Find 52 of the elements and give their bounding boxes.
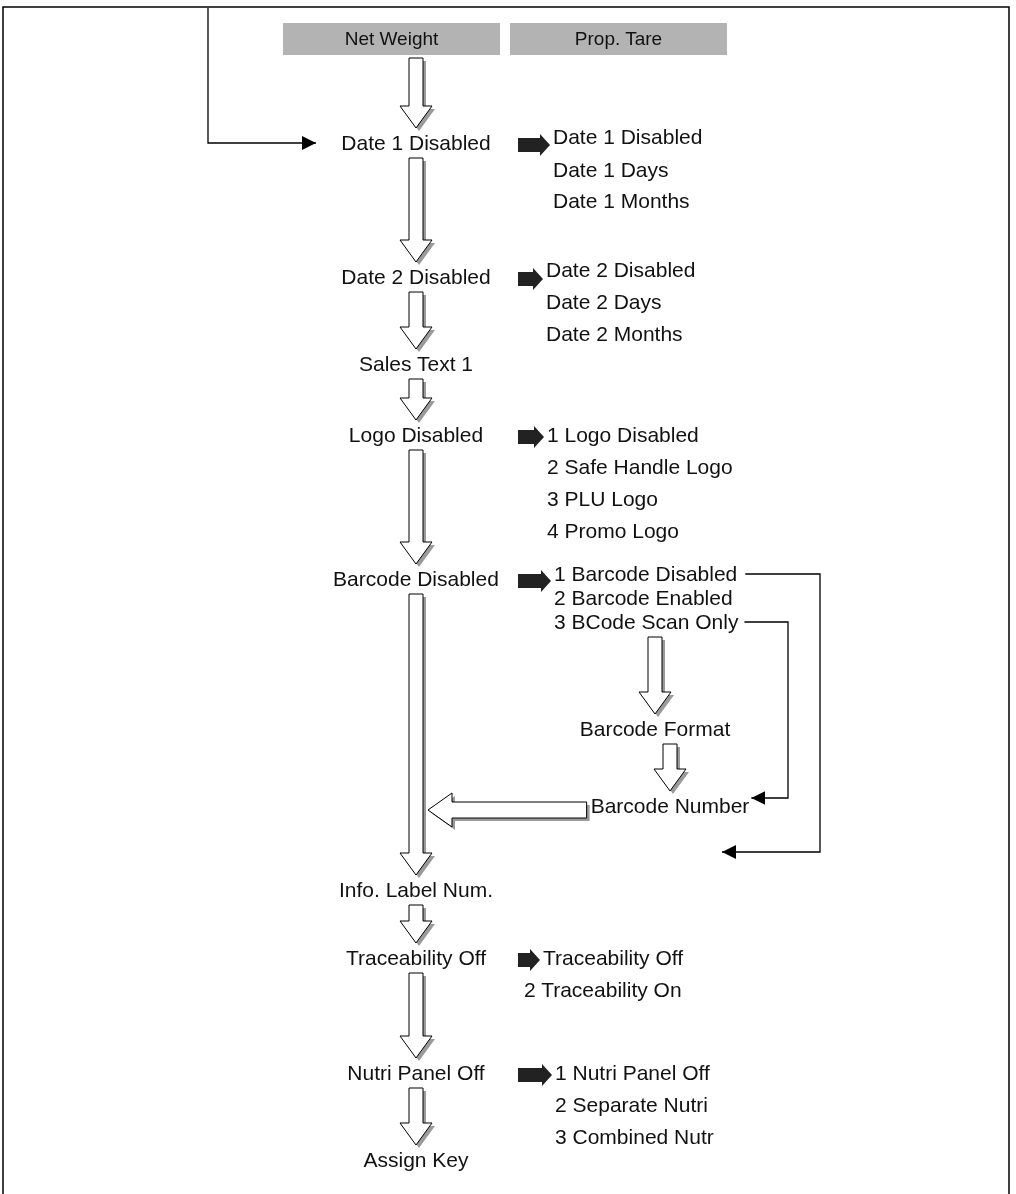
- filled-arrow: [518, 268, 543, 290]
- hollow-arrow: [427, 792, 590, 830]
- hollow-arrow: [399, 57, 435, 131]
- connector-arrow: [743, 621, 789, 805]
- connector-arrow: [207, 7, 317, 150]
- option-text: 3 Combined Nutr: [555, 1125, 714, 1149]
- option-text: 1 Nutri Panel Off: [555, 1061, 710, 1085]
- setting-label: Barcode Format: [579, 717, 731, 741]
- hollow-arrow: [399, 291, 435, 352]
- filled-arrow: [518, 134, 550, 156]
- filled-arrow: [518, 570, 551, 592]
- setting-label: Assign Key: [316, 1148, 516, 1172]
- filled-arrow: [518, 426, 544, 448]
- option-text: 3 PLU Logo: [547, 487, 658, 511]
- option-text: Date 1 Months: [553, 189, 690, 213]
- hollow-arrow: [653, 743, 689, 794]
- option-text: Date 1 Disabled: [553, 125, 703, 149]
- option-text: 1 Logo Disabled: [547, 423, 699, 447]
- hollow-arrow: [399, 157, 435, 265]
- header-bar: Net Weight: [283, 23, 500, 55]
- setting-label: Barcode Disabled: [316, 567, 516, 591]
- hollow-arrow: [638, 636, 674, 717]
- option-text: 2 Separate Nutri: [555, 1093, 708, 1117]
- filled-arrow: [518, 1064, 552, 1086]
- setting-label: Traceability Off: [316, 946, 516, 970]
- hollow-arrow: [399, 593, 435, 878]
- setting-label: Nutri Panel Off: [316, 1061, 516, 1085]
- option-text: Date 2 Days: [546, 290, 662, 314]
- option-text: Traceability Off: [543, 946, 684, 970]
- hollow-arrow: [399, 378, 435, 423]
- option-text: Date 2 Months: [546, 322, 683, 346]
- setting-label: Date 2 Disabled: [316, 265, 516, 289]
- option-text: 3 BCode Scan Only: [554, 610, 739, 634]
- setting-label: Barcode Number: [590, 794, 750, 818]
- connector-arrow: [721, 573, 821, 859]
- hollow-arrow: [399, 972, 435, 1061]
- setting-label: Logo Disabled: [316, 423, 516, 447]
- option-text: 2 Safe Handle Logo: [547, 455, 733, 479]
- hollow-arrow: [399, 449, 435, 567]
- header-bar: Prop. Tare: [510, 23, 727, 55]
- option-text: Date 1 Days: [553, 158, 669, 182]
- hollow-arrow: [399, 1087, 435, 1148]
- option-text: 4 Promo Logo: [547, 519, 679, 543]
- option-text: 2 Traceability On: [524, 978, 682, 1002]
- option-text: 1 Barcode Disabled: [554, 562, 738, 586]
- setting-label: Info. Label Num.: [316, 878, 516, 902]
- filled-arrow: [518, 949, 540, 971]
- option-text: 2 Barcode Enabled: [554, 586, 733, 610]
- hollow-arrow: [399, 904, 435, 946]
- setting-label: Date 1 Disabled: [316, 131, 516, 155]
- option-text: Date 2 Disabled: [546, 258, 696, 282]
- setting-label: Sales Text 1: [316, 352, 516, 376]
